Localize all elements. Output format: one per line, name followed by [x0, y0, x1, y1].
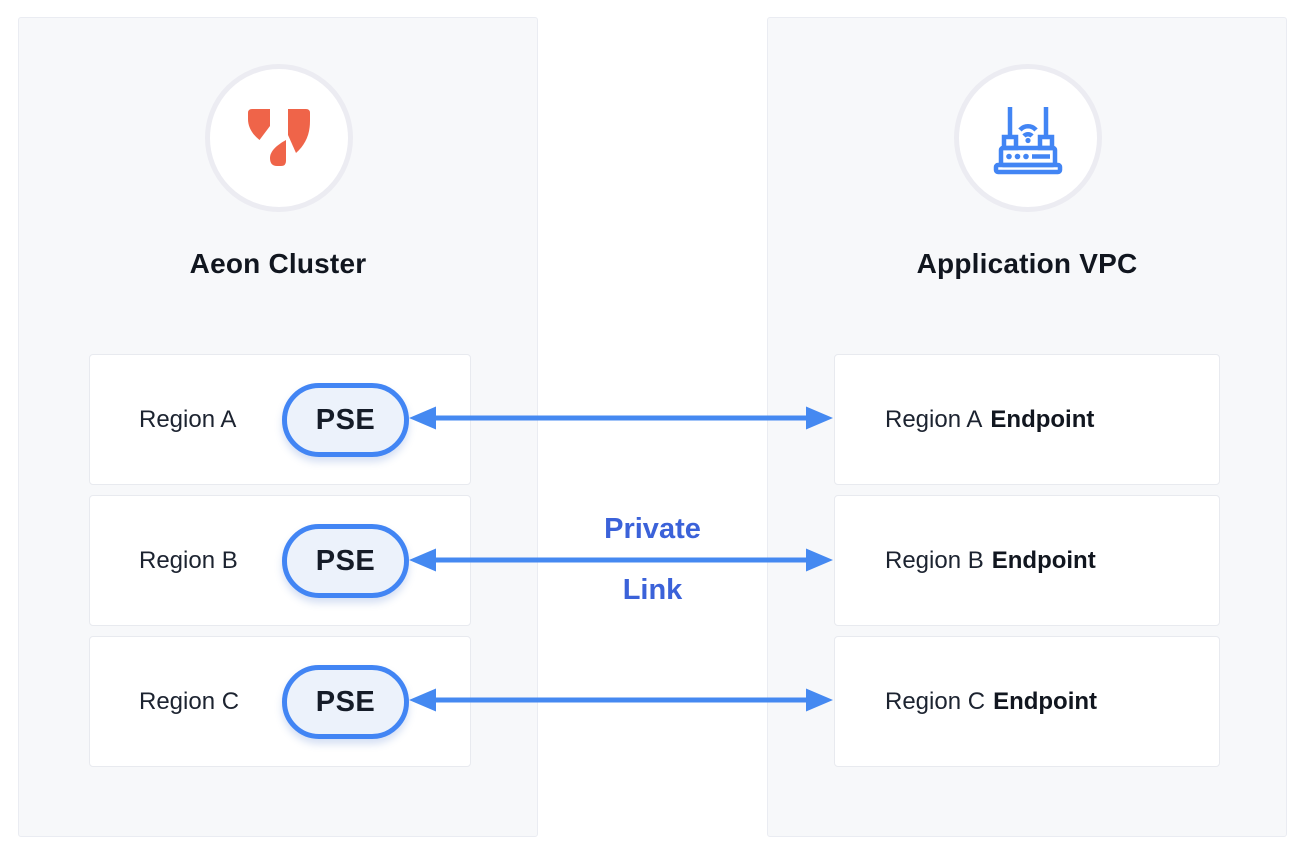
vpc-row-region-c: Region C Endpoint — [834, 636, 1220, 767]
aeon-row-region-c: Region C PSE — [89, 636, 471, 767]
aeon-cluster-panel: Aeon Cluster Region A PSE Region B PSE R… — [18, 17, 538, 837]
aeon-row-region-b: Region B PSE — [89, 495, 471, 626]
region-a-label: Region A — [139, 405, 237, 433]
region-c-label: Region C — [139, 687, 240, 715]
endpoint-b-region: Region B — [885, 546, 984, 574]
region-b-label: Region B — [139, 546, 238, 574]
endpoint-c-region: Region C — [885, 687, 986, 715]
endpoint-a-word: Endpoint — [990, 405, 1095, 433]
application-vpc-panel: Application VPC Region A Endpoint Region… — [767, 17, 1287, 837]
vpc-row-region-b: Region B Endpoint — [834, 495, 1220, 626]
endpoint-b-label: Region B Endpoint — [885, 496, 1096, 625]
endpoint-a-region: Region A — [885, 405, 983, 433]
left-panel-title: Aeon Cluster — [189, 248, 367, 279]
router-icon-circle — [954, 64, 1102, 212]
pse-badge-region-b: PSE — [282, 524, 409, 598]
aeon-row-region-a: Region A PSE — [89, 354, 471, 485]
aeon-logo-circle — [205, 64, 353, 212]
vpc-row-region-a: Region A Endpoint — [834, 354, 1220, 485]
router-icon — [993, 107, 1063, 175]
endpoint-c-word: Endpoint — [993, 687, 1098, 715]
aeon-logo-icon — [248, 109, 310, 166]
right-panel-title: Application VPC — [916, 248, 1138, 279]
pse-badge-region-c: PSE — [282, 665, 409, 739]
endpoint-c-label: Region C Endpoint — [885, 637, 1097, 766]
private-link-label-line2: Link — [622, 574, 683, 606]
pse-badge-region-a: PSE — [282, 383, 409, 457]
private-link-label-line1: Private — [604, 513, 701, 545]
endpoint-b-word: Endpoint — [991, 546, 1096, 574]
endpoint-a-label: Region A Endpoint — [885, 355, 1094, 484]
